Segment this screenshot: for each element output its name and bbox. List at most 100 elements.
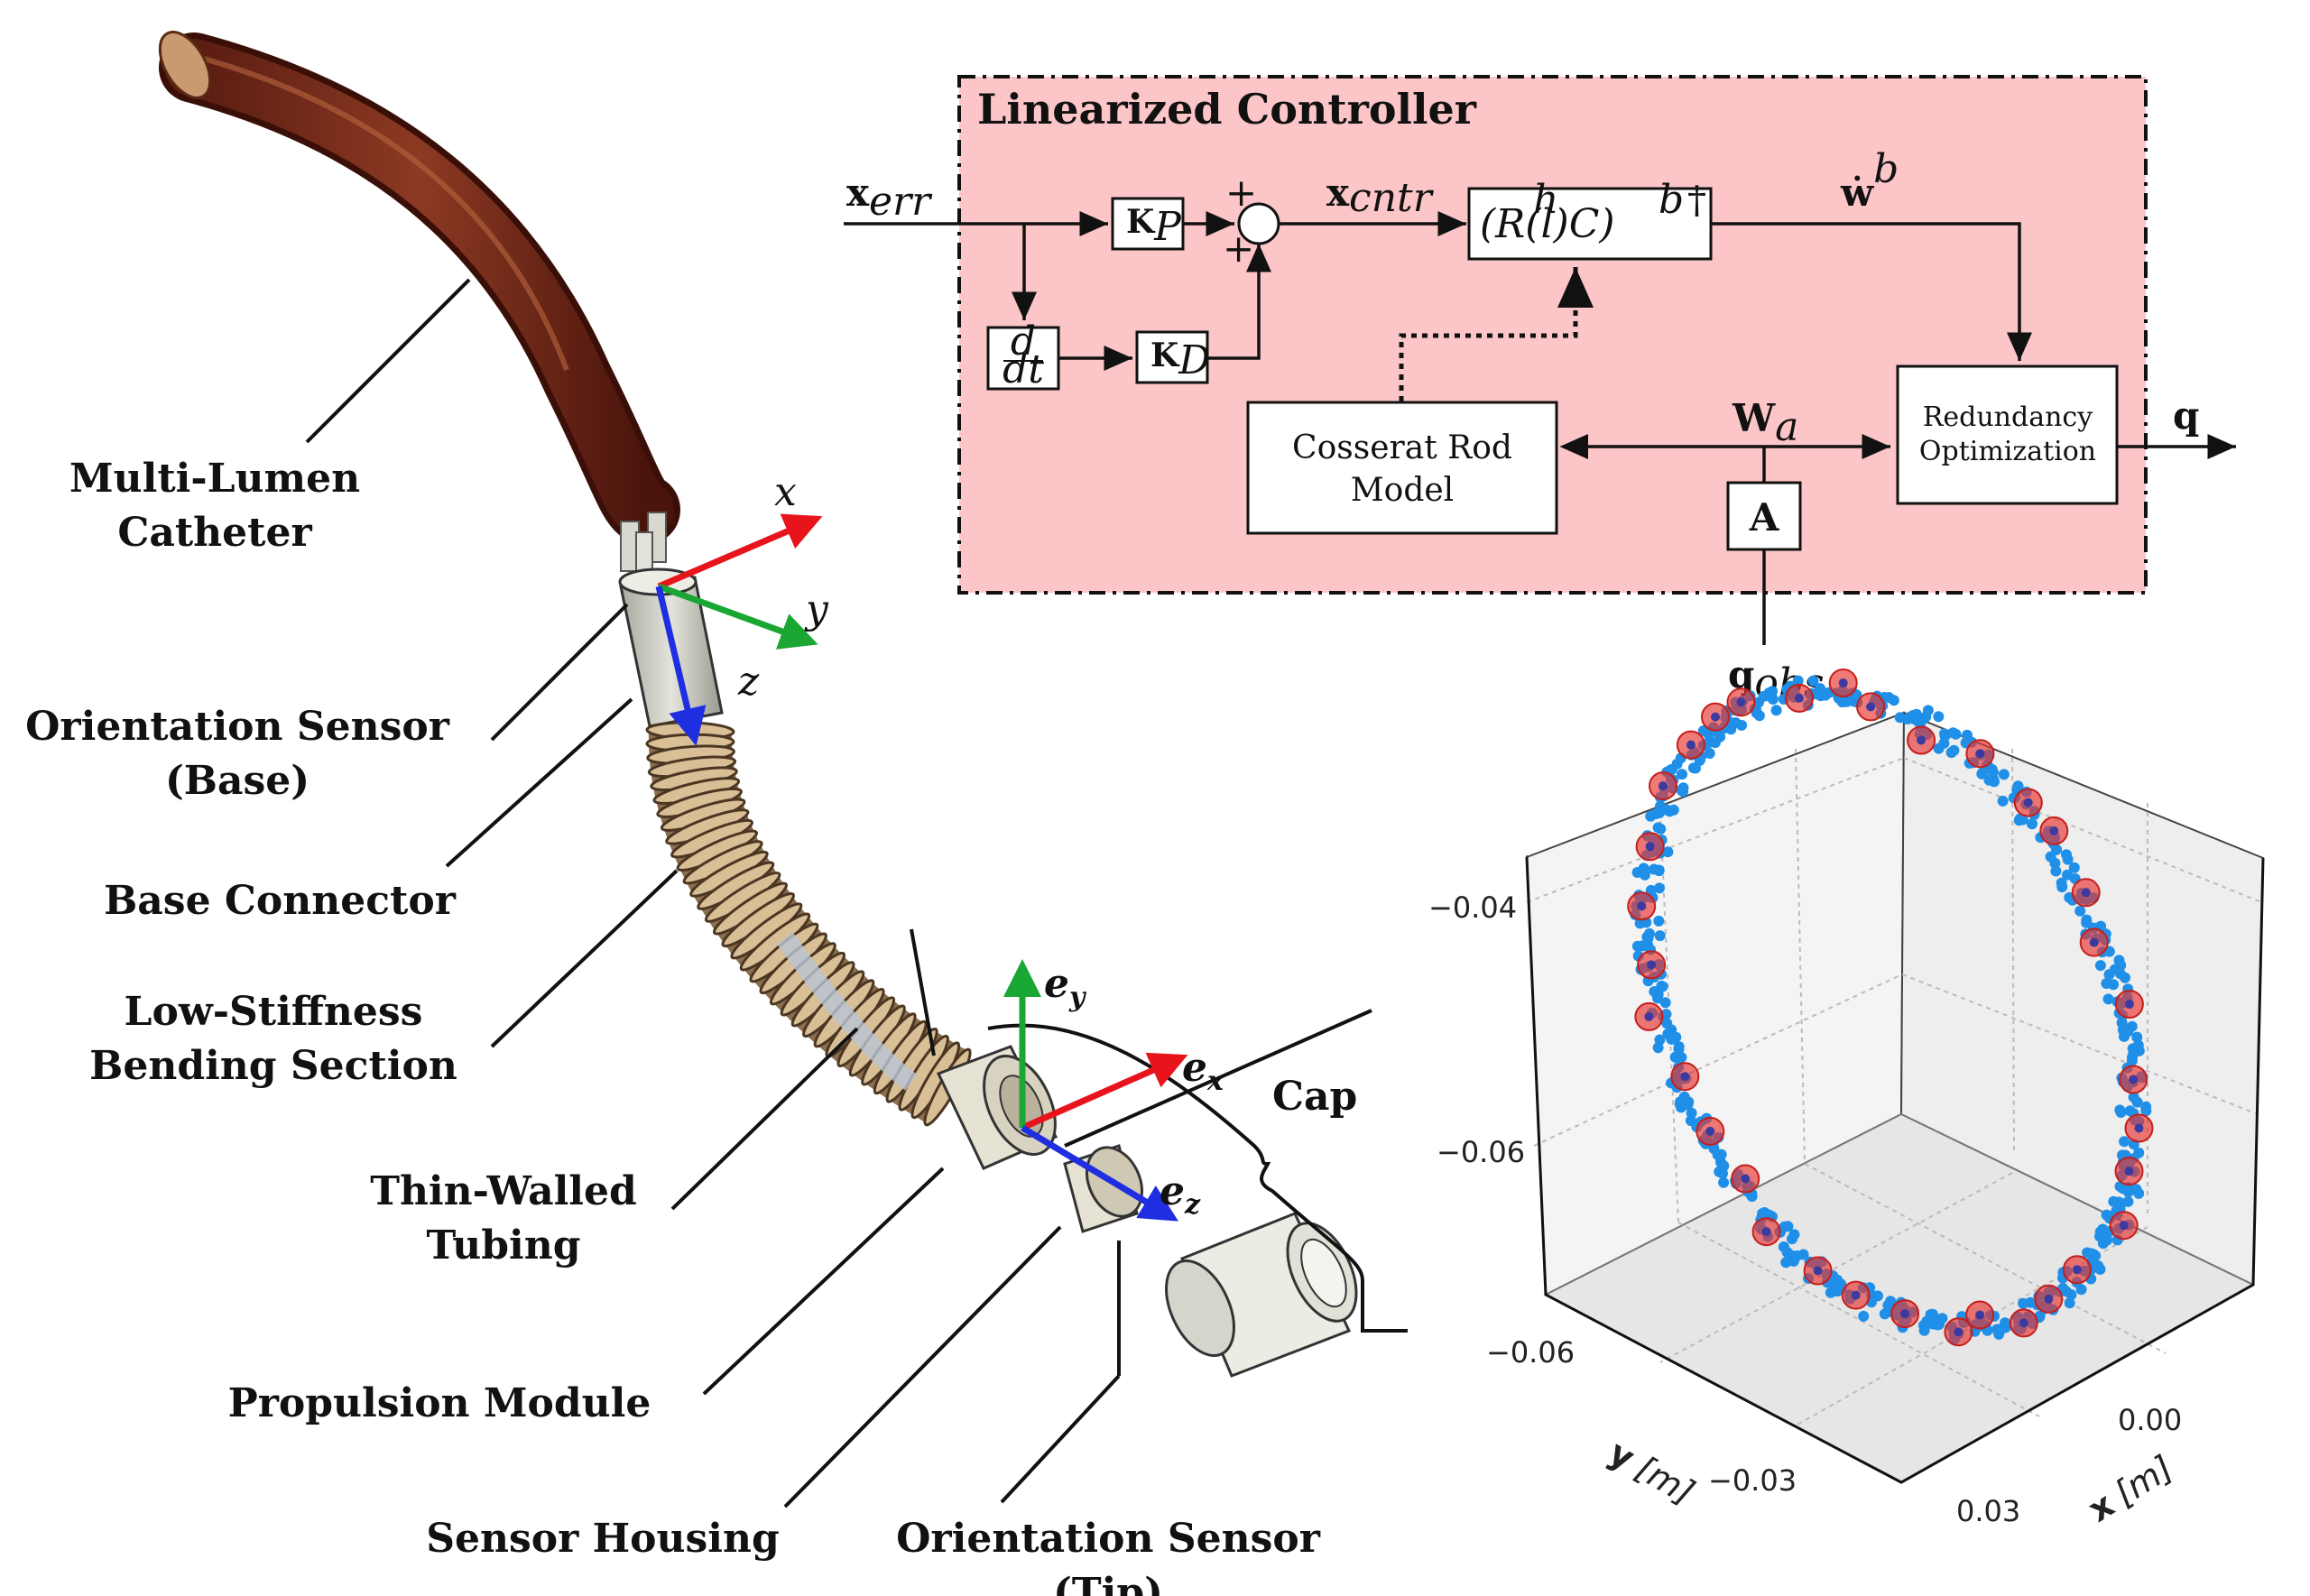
trajectory-point — [1660, 1009, 1672, 1020]
trajectory-point — [2025, 1296, 2037, 1308]
trajectory-point — [1998, 769, 2010, 780]
leader-lines — [305, 278, 1121, 1508]
wdot-label: ẇ — [1840, 171, 1874, 215]
observation-point-center — [1711, 712, 1720, 722]
trajectory-point — [1656, 980, 1668, 992]
plot-gridline — [1795, 748, 1806, 1165]
trajectory-point — [1991, 1324, 2003, 1335]
label-tubing-1: Thin-Walled — [370, 1168, 637, 1214]
svg-text:xcntr: xcntr — [1326, 171, 1435, 221]
x-tick-1: 0.00 — [2118, 1403, 2182, 1437]
trajectory-point — [2094, 1231, 2105, 1242]
trajectory-point — [1792, 675, 1804, 687]
trajectory-point — [1922, 705, 1934, 716]
trajectory-point — [2114, 1104, 2126, 1116]
observation-point-center — [1813, 1266, 1823, 1276]
label-orientation-tip-2: (Tip) — [1053, 1570, 1163, 1596]
trajectory-point — [1933, 711, 1945, 723]
jacobian-block — [1467, 187, 1713, 261]
observation-point-center — [1975, 1310, 1985, 1320]
svg-text:ey: ey — [1044, 961, 1087, 1013]
tip-ey-label: e — [1044, 961, 1069, 1007]
observation-point-center — [1647, 960, 1657, 970]
trajectory-point — [1674, 1099, 1686, 1110]
observation-point-center — [1637, 901, 1647, 911]
cosserat-block — [1246, 401, 1558, 535]
q-out-label: q — [2173, 393, 2199, 438]
observation-point-center — [1659, 781, 1668, 791]
observation-point-center — [2124, 1167, 2134, 1176]
trajectory-point — [1664, 806, 1676, 817]
catheter-end-cap — [158, 31, 212, 99]
trajectory-point — [1894, 712, 1906, 724]
trajectory-point — [2000, 1322, 2011, 1333]
cap-cylinder — [1165, 1212, 1358, 1378]
observation-point-center — [2072, 1265, 2082, 1275]
trajectory-point — [1879, 1308, 1890, 1320]
observation-point-center — [2089, 937, 2099, 947]
svg-text:Wa: Wa — [1732, 396, 1798, 450]
trajectory-point — [1939, 730, 1951, 742]
plot-gridline — [1903, 757, 2262, 903]
trajectory-point — [1767, 686, 1779, 697]
tip-frame: ey ex ez — [1003, 959, 1224, 1222]
redundancy-block — [1896, 364, 2119, 505]
observation-point-center — [1794, 693, 1804, 703]
catheter-labels: Multi-Lumen Catheter Orientation Sensor … — [25, 456, 1357, 1596]
svg-text:xerr: xerr — [846, 171, 933, 225]
observation-point-center — [2129, 1075, 2139, 1084]
jacobian-sup-h: h — [1533, 177, 1558, 223]
observation-point-center — [1761, 1227, 1771, 1237]
trajectory-point — [1662, 846, 1674, 858]
trajectory-point — [1758, 690, 1769, 702]
trajectory-point — [1655, 800, 1666, 812]
svg-text:ẇb: ẇb — [1840, 146, 1899, 215]
observation-point-center — [1645, 842, 1655, 852]
label-multi-lumen-2: Catheter — [117, 510, 312, 556]
label-orientation-base-1: Orientation Sensor — [25, 704, 450, 750]
observation-point-center — [1741, 1174, 1751, 1184]
label-cap: Cap — [1272, 1074, 1357, 1120]
observation-point-center — [1917, 735, 1927, 745]
trajectory-point — [1828, 1278, 1840, 1289]
kp-block — [1111, 197, 1185, 251]
wdot-sup: b — [1873, 146, 1899, 192]
trajectory-point — [1977, 767, 1988, 779]
redundancy-label-2: Optimization — [1919, 436, 2096, 467]
trajectory-point — [1770, 705, 1782, 716]
trajectory-point — [1653, 915, 1665, 927]
trajectory-point — [2133, 1187, 2145, 1199]
jacobian-label: (R(l)C) — [1480, 201, 1615, 247]
base-x-label: x — [774, 469, 797, 515]
trajectory-point — [2062, 853, 2074, 865]
trajectory-point — [1652, 989, 1664, 1001]
jacobian-sup-dagger: † — [1687, 178, 1706, 222]
trajectory-point — [1888, 695, 1899, 706]
trajectory-point — [2108, 979, 2120, 991]
trajectory-point — [2056, 877, 2067, 889]
tip-ex-axis — [1021, 1052, 1188, 1131]
trajectory-point — [2131, 1096, 2143, 1108]
derivative-num: d — [1011, 318, 1036, 364]
trajectory-point — [1704, 748, 1715, 759]
trajectory-point — [1820, 689, 1831, 701]
label-bending-2: Bending Section — [89, 1043, 457, 1089]
base-z-axis — [655, 586, 707, 746]
jacobian-sup-b: b — [1659, 177, 1684, 223]
x-cntr-label: x — [1326, 171, 1350, 215]
trajectory-point — [1807, 675, 1819, 687]
svg-text:KD: KD — [1150, 337, 1211, 383]
trajectory-point — [2049, 857, 2061, 869]
trajectory-point — [2094, 960, 2106, 972]
cosserat-label-1: Cosserat Rod — [1292, 429, 1512, 466]
trajectory-point — [1649, 808, 1661, 820]
trajectory-point — [2017, 814, 2028, 826]
trajectory-point — [1677, 769, 1687, 780]
base-frame: x y z — [655, 469, 829, 746]
trajectory-point — [1715, 1149, 1727, 1160]
observation-point-center — [1851, 1290, 1861, 1300]
label-multi-lumen-1: Multi-Lumen — [69, 456, 360, 502]
trajectory-point — [1988, 773, 2000, 785]
cosserat-label-2: Model — [1351, 472, 1454, 509]
